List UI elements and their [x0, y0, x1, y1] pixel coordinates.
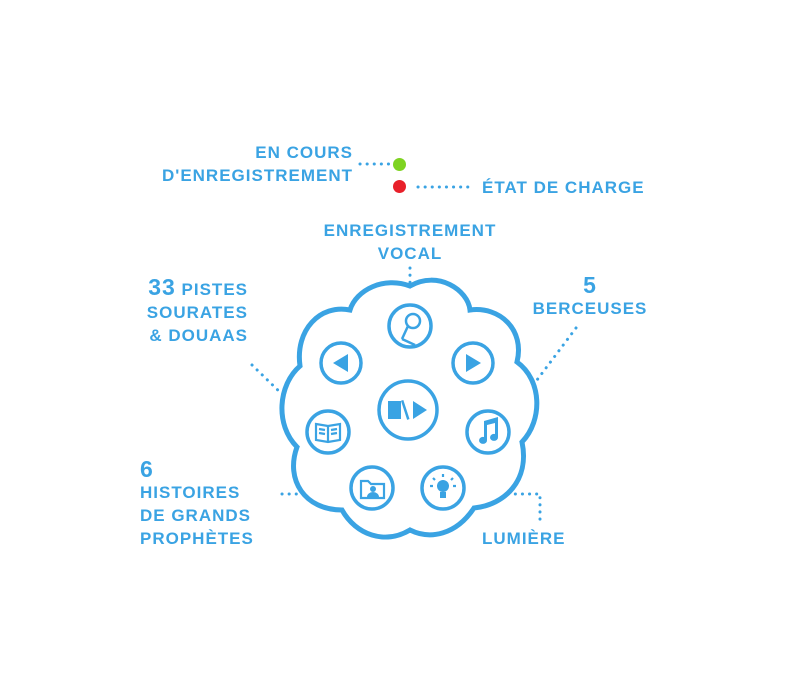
stories-line2: DE GRANDS — [140, 506, 252, 525]
stories-line3: PROPHÈTES — [140, 529, 254, 548]
tracks-line3: & DOUAAS — [149, 326, 248, 345]
next-icon — [466, 354, 481, 372]
stories-number: 6 — [140, 456, 154, 482]
tracks-label: 33 PISTES SOURATES & DOUAAS — [147, 276, 248, 347]
music-note-icon — [479, 417, 499, 444]
stories-label: 6 HISTOIRES DE GRANDS PROPHÈTES — [140, 458, 254, 550]
tracks-line2: SOURATES — [146, 303, 248, 322]
lullabies-number: 5 — [583, 272, 597, 298]
connector-tracks — [250, 363, 288, 400]
play-pause-icon — [388, 400, 427, 420]
lullabies-button[interactable] — [465, 409, 511, 455]
light-button[interactable] — [420, 465, 466, 511]
book-icon — [314, 422, 342, 444]
tracks-number: 33 — [148, 274, 176, 300]
recordings-button[interactable] — [349, 465, 395, 511]
light-label: LUMIÈRE — [482, 529, 566, 548]
voice-recording-label: ENREGISTREMENT VOCAL — [300, 219, 520, 265]
tracks-line1: PISTES — [181, 280, 248, 299]
lullabies-line1: BERCEUSES — [532, 299, 648, 318]
previous-button[interactable] — [319, 341, 363, 385]
voice-recording-line1: ENREGISTREMENT — [323, 221, 497, 240]
recording-label: EN COURS D'ENREGISTREMENT — [162, 141, 353, 187]
recording-label-line1: EN COURS — [255, 143, 353, 162]
play-pause-button[interactable] — [377, 379, 439, 441]
connector-lullabies — [526, 326, 578, 394]
microphone-icon — [400, 312, 422, 347]
charge-led — [393, 180, 406, 193]
user-folder-icon — [359, 479, 386, 500]
recording-label-line2: D'ENREGISTREMENT — [162, 166, 353, 185]
stories-button[interactable] — [305, 409, 351, 455]
voice-recording-line2: VOCAL — [377, 244, 443, 263]
next-button[interactable] — [451, 341, 495, 385]
light-bulb-icon — [430, 474, 456, 498]
microphone-button[interactable] — [387, 303, 433, 349]
lullabies-label: 5 BERCEUSES — [520, 274, 660, 320]
charge-label: ÉTAT DE CHARGE — [482, 178, 645, 197]
stories-line1: HISTOIRES — [140, 483, 241, 502]
previous-icon — [333, 354, 348, 372]
recording-led — [393, 158, 406, 171]
